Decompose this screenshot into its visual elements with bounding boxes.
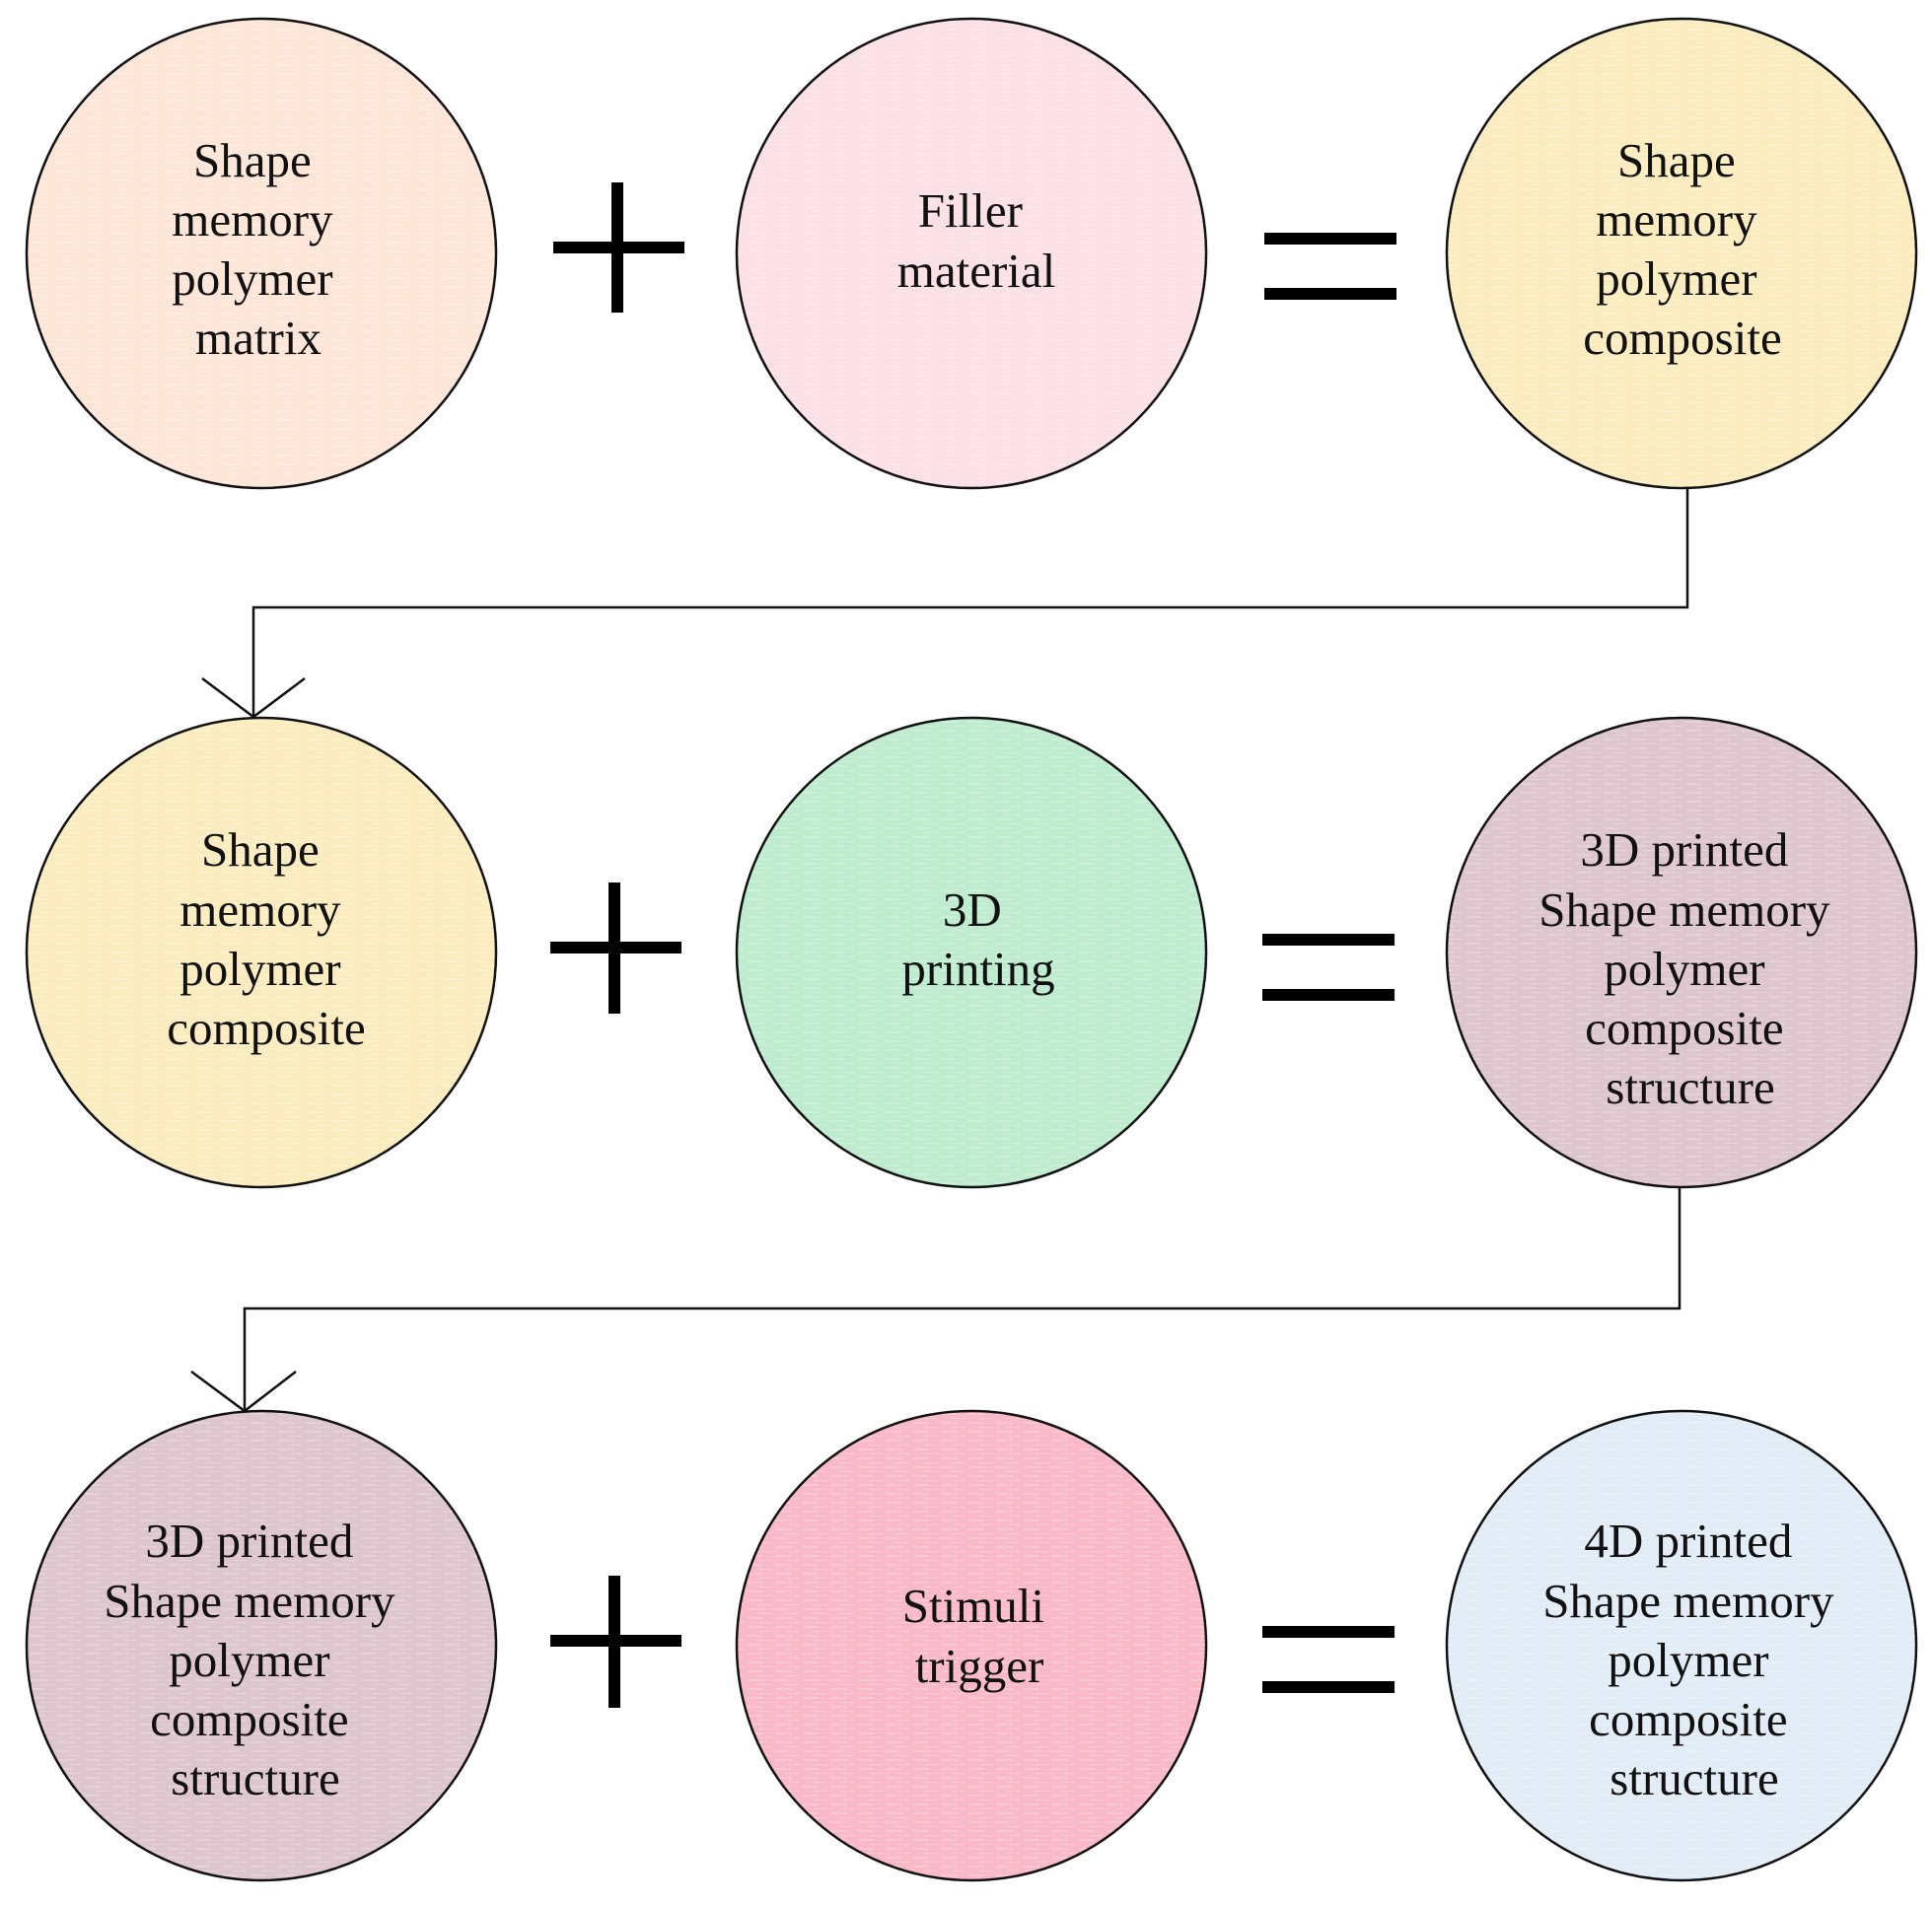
equals-sign: [1264, 233, 1396, 300]
node-label-line: 4D printed: [1584, 1514, 1792, 1568]
node-label-line: memory: [179, 882, 341, 937]
node-3d-printed-smp-composite-structure: 3D printed Shape memory polymer composit…: [1445, 716, 1918, 1189]
connector-arrow: [190, 1187, 1682, 1413]
node-label-line: structure: [171, 1751, 339, 1805]
node-label-line: polymer: [1608, 1633, 1768, 1687]
node-label-line: 3D printed: [145, 1514, 353, 1568]
node-label-line: Shape: [1617, 133, 1736, 187]
connector-arrow: [201, 488, 1689, 719]
node-label-line: polymer: [1604, 942, 1764, 996]
node-filler-material: Filler material: [735, 17, 1208, 490]
row-2: Shape memory polymer composite 3D printi…: [25, 716, 1918, 1189]
node-label-line: composite: [1583, 311, 1781, 365]
node-label-line: composite: [150, 1692, 348, 1746]
node-4d-printed-smp-composite-structure: 4D printed Shape memory polymer composit…: [1445, 1409, 1918, 1882]
node-label-line: structure: [1610, 1751, 1778, 1805]
node-label-line: polymer: [1596, 251, 1756, 306]
plus-sign: [553, 182, 684, 313]
node-label-line: Shape: [193, 133, 312, 187]
equals-sign: [1262, 1626, 1395, 1693]
node-label: 4D printed Shape memory polymer composit…: [1542, 1514, 1846, 1805]
node-label: Shape memory polymer composite: [167, 822, 365, 1055]
row-3: 3D printed Shape memory polymer composit…: [25, 1409, 1918, 1882]
node-label-line: composite: [167, 1001, 365, 1055]
node-label-line: structure: [1606, 1060, 1774, 1114]
node-label-line: 3D printed: [1580, 822, 1788, 877]
node-shape-memory-polymer-composite: Shape memory polymer composite: [1445, 17, 1918, 490]
node-label: Shape memory polymer composite: [1583, 133, 1781, 365]
node-label-line: memory: [1596, 192, 1757, 247]
node-label-line: 3D: [943, 882, 1002, 937]
node-label-line: printing: [901, 942, 1054, 996]
node-label: Stimuli trigger: [902, 1579, 1057, 1693]
node-stimuli-trigger: Stimuli trigger: [735, 1409, 1208, 1882]
node-label-line: trigger: [915, 1639, 1044, 1693]
node-3d-printed-smp-composite-structure: 3D printed Shape memory polymer composit…: [25, 1409, 498, 1882]
node-label: 3D printing: [901, 882, 1054, 996]
node-3d-printing: 3D printing: [735, 716, 1208, 1189]
node-label-line: polymer: [172, 251, 332, 306]
node-label-line: Shape: [201, 822, 320, 877]
node-label-line: Shape memory: [104, 1574, 395, 1628]
node-label-line: Shape memory: [1538, 882, 1830, 937]
node-label-line: polymer: [169, 1633, 329, 1687]
node-shape-memory-polymer-matrix: Shape memory polymer matrix: [25, 17, 498, 490]
node-shape-memory-polymer-composite: Shape memory polymer composite: [25, 716, 498, 1189]
plus-sign: [550, 882, 681, 1014]
equals-sign: [1262, 934, 1395, 1001]
row-1: Shape memory polymer matrix Filler mater…: [25, 17, 1918, 490]
plus-sign: [550, 1576, 681, 1708]
node-label: 3D printed Shape memory polymer composit…: [1538, 822, 1842, 1114]
node-label-line: memory: [172, 192, 333, 247]
node-label-line: matrix: [195, 311, 322, 365]
node-label-line: Stimuli: [902, 1579, 1044, 1633]
node-label-line: composite: [1585, 1001, 1783, 1055]
node-label-line: material: [897, 244, 1056, 298]
node-label-line: polymer: [179, 942, 340, 996]
node-label-line: Shape memory: [1542, 1574, 1834, 1628]
node-label-line: Filler: [918, 183, 1023, 238]
node-label-line: composite: [1589, 1692, 1787, 1746]
node-label: 3D printed Shape memory polymer composit…: [104, 1514, 407, 1805]
node-label: Shape memory polymer matrix: [172, 133, 345, 365]
node-label: Filler material: [897, 183, 1056, 298]
